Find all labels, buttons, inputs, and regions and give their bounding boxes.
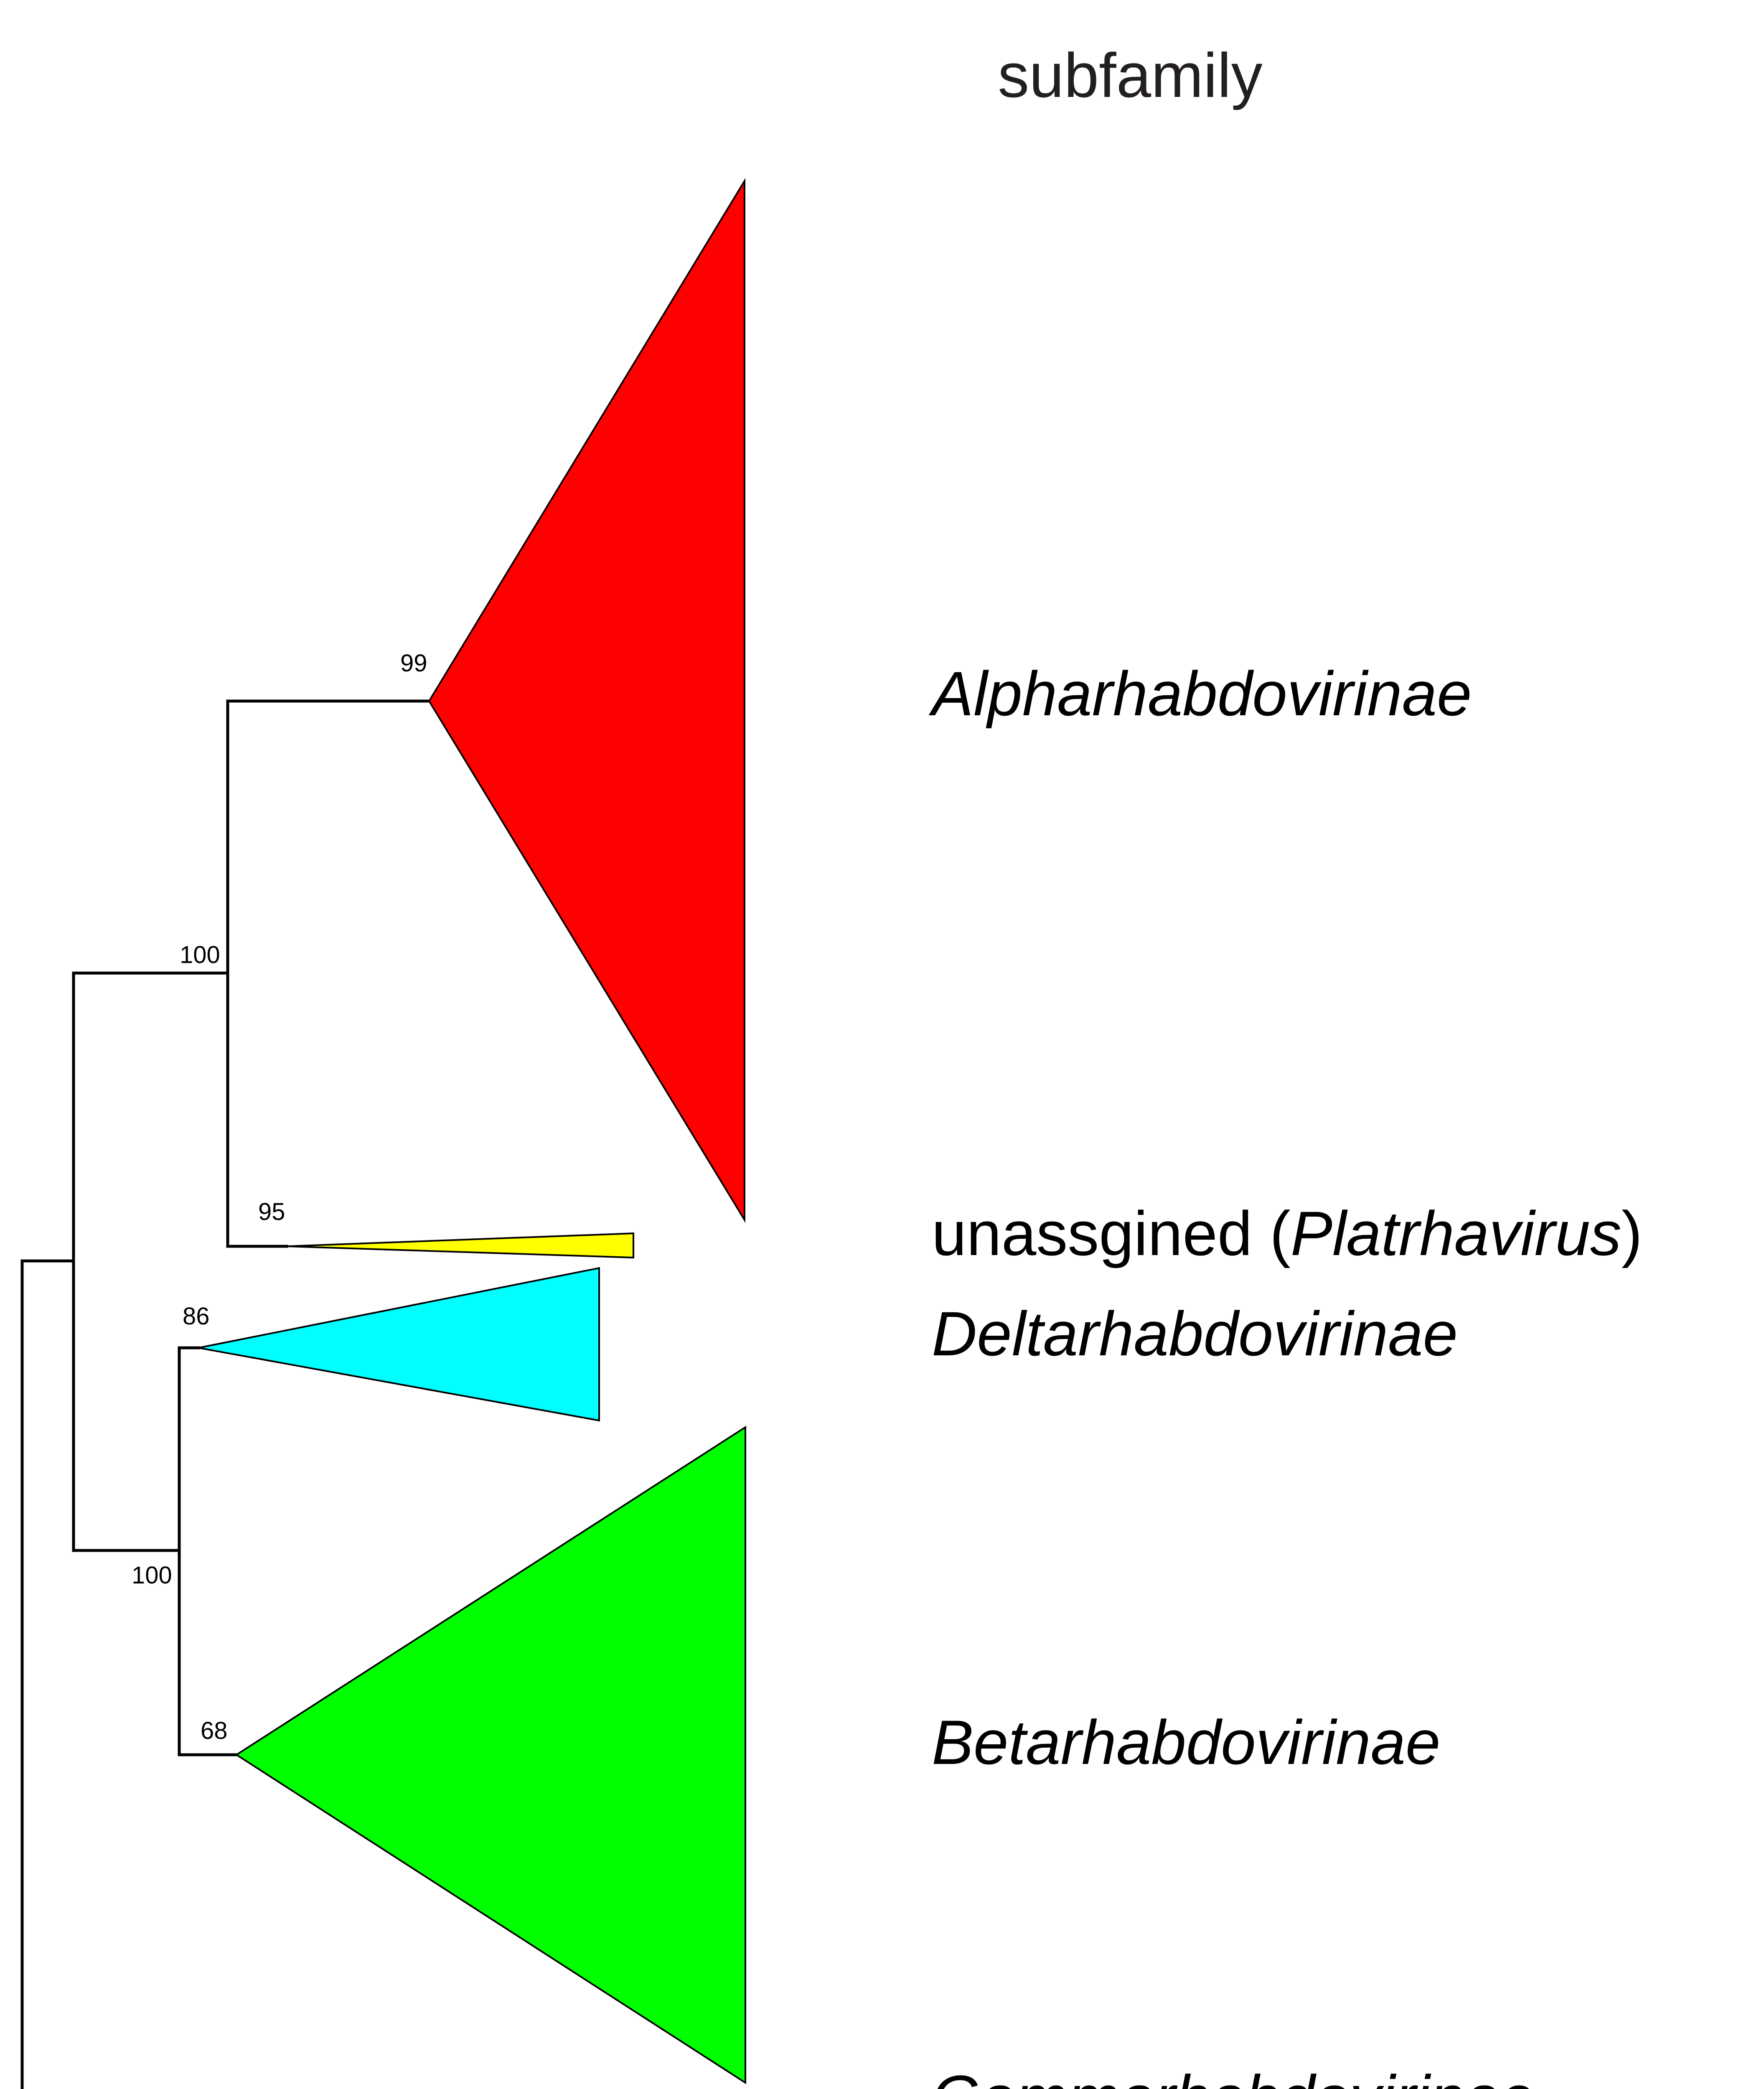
bootstrap-delta-beta-node: 100 [132,1562,172,1589]
label-alpharhabdovirinae: Alpharhabdovirinae [928,658,1472,729]
bootstrap-betarhabdovirinae: 68 [201,1717,228,1744]
bootstrap-deltarhabdovirinae: 86 [183,1303,210,1330]
bootstrap-alpha-platr-node: 100 [180,941,220,968]
tree-branches [20,699,431,2089]
label-unassigned-prefix: unassgined ( [932,1198,1291,1268]
label-deltarhabdovirinae: Deltarhabdovirinae [932,1299,1458,1369]
label-platrhavirus-genus: Platrhavirus [1291,1198,1622,1268]
clade-triangle-deltarhabdovirinae [198,1267,600,1422]
label-unassigned-suffix: ) [1622,1198,1642,1268]
clade-triangle-alpharhabdovirinae [428,178,745,1223]
label-unassigned-platrhavirus: unassgined (Platrhavirus) [932,1198,1642,1268]
bootstrap-alpharhabdovirinae: 99 [400,650,427,677]
clade-triangle-platrhavirus [286,1232,634,1259]
label-gammarhabdovirinae: Gammarhabdovirinae [932,2062,1534,2089]
bootstrap-platrhavirus: 95 [258,1198,285,1225]
clade-triangle-betarhabdovirinae [235,1426,746,2084]
label-betarhabdovirinae: Betarhabdovirinae [932,1707,1441,1777]
figure-title: subfamily [998,40,1263,110]
